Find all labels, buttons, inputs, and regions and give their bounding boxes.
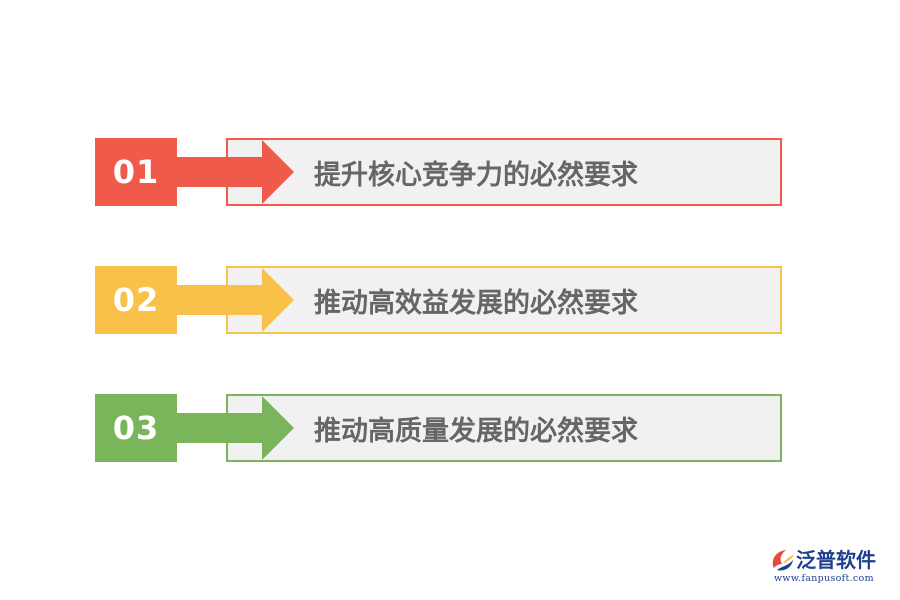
step-box-1 [226, 138, 782, 206]
step-item-1: 01 提升核心竞争力的必然要求 [0, 138, 900, 210]
step-number-2: 02 [95, 266, 177, 334]
step-label-3: 推动高质量发展的必然要求 [314, 415, 638, 447]
step-box-2 [226, 266, 782, 334]
step-label-1: 提升核心竞争力的必然要求 [314, 159, 638, 191]
step-item-2: 02 推动高效益发展的必然要求 [0, 266, 900, 338]
arrow-right-icon [175, 140, 294, 204]
arrow-right-icon [175, 396, 294, 460]
logo-url: www.fanpusoft.com [774, 573, 874, 584]
step-label-2: 推动高效益发展的必然要求 [314, 287, 638, 319]
arrow-right-icon [175, 268, 294, 332]
brand-logo: 泛普软件 www.fanpusoft.com [768, 546, 888, 586]
logo-mark-icon [772, 550, 794, 571]
step-item-3: 03 推动高质量发展的必然要求 [0, 394, 900, 466]
step-box-3 [226, 394, 782, 462]
step-number-3: 03 [95, 394, 177, 462]
logo-text: 泛普软件 [796, 548, 876, 572]
step-number-1: 01 [95, 138, 177, 206]
